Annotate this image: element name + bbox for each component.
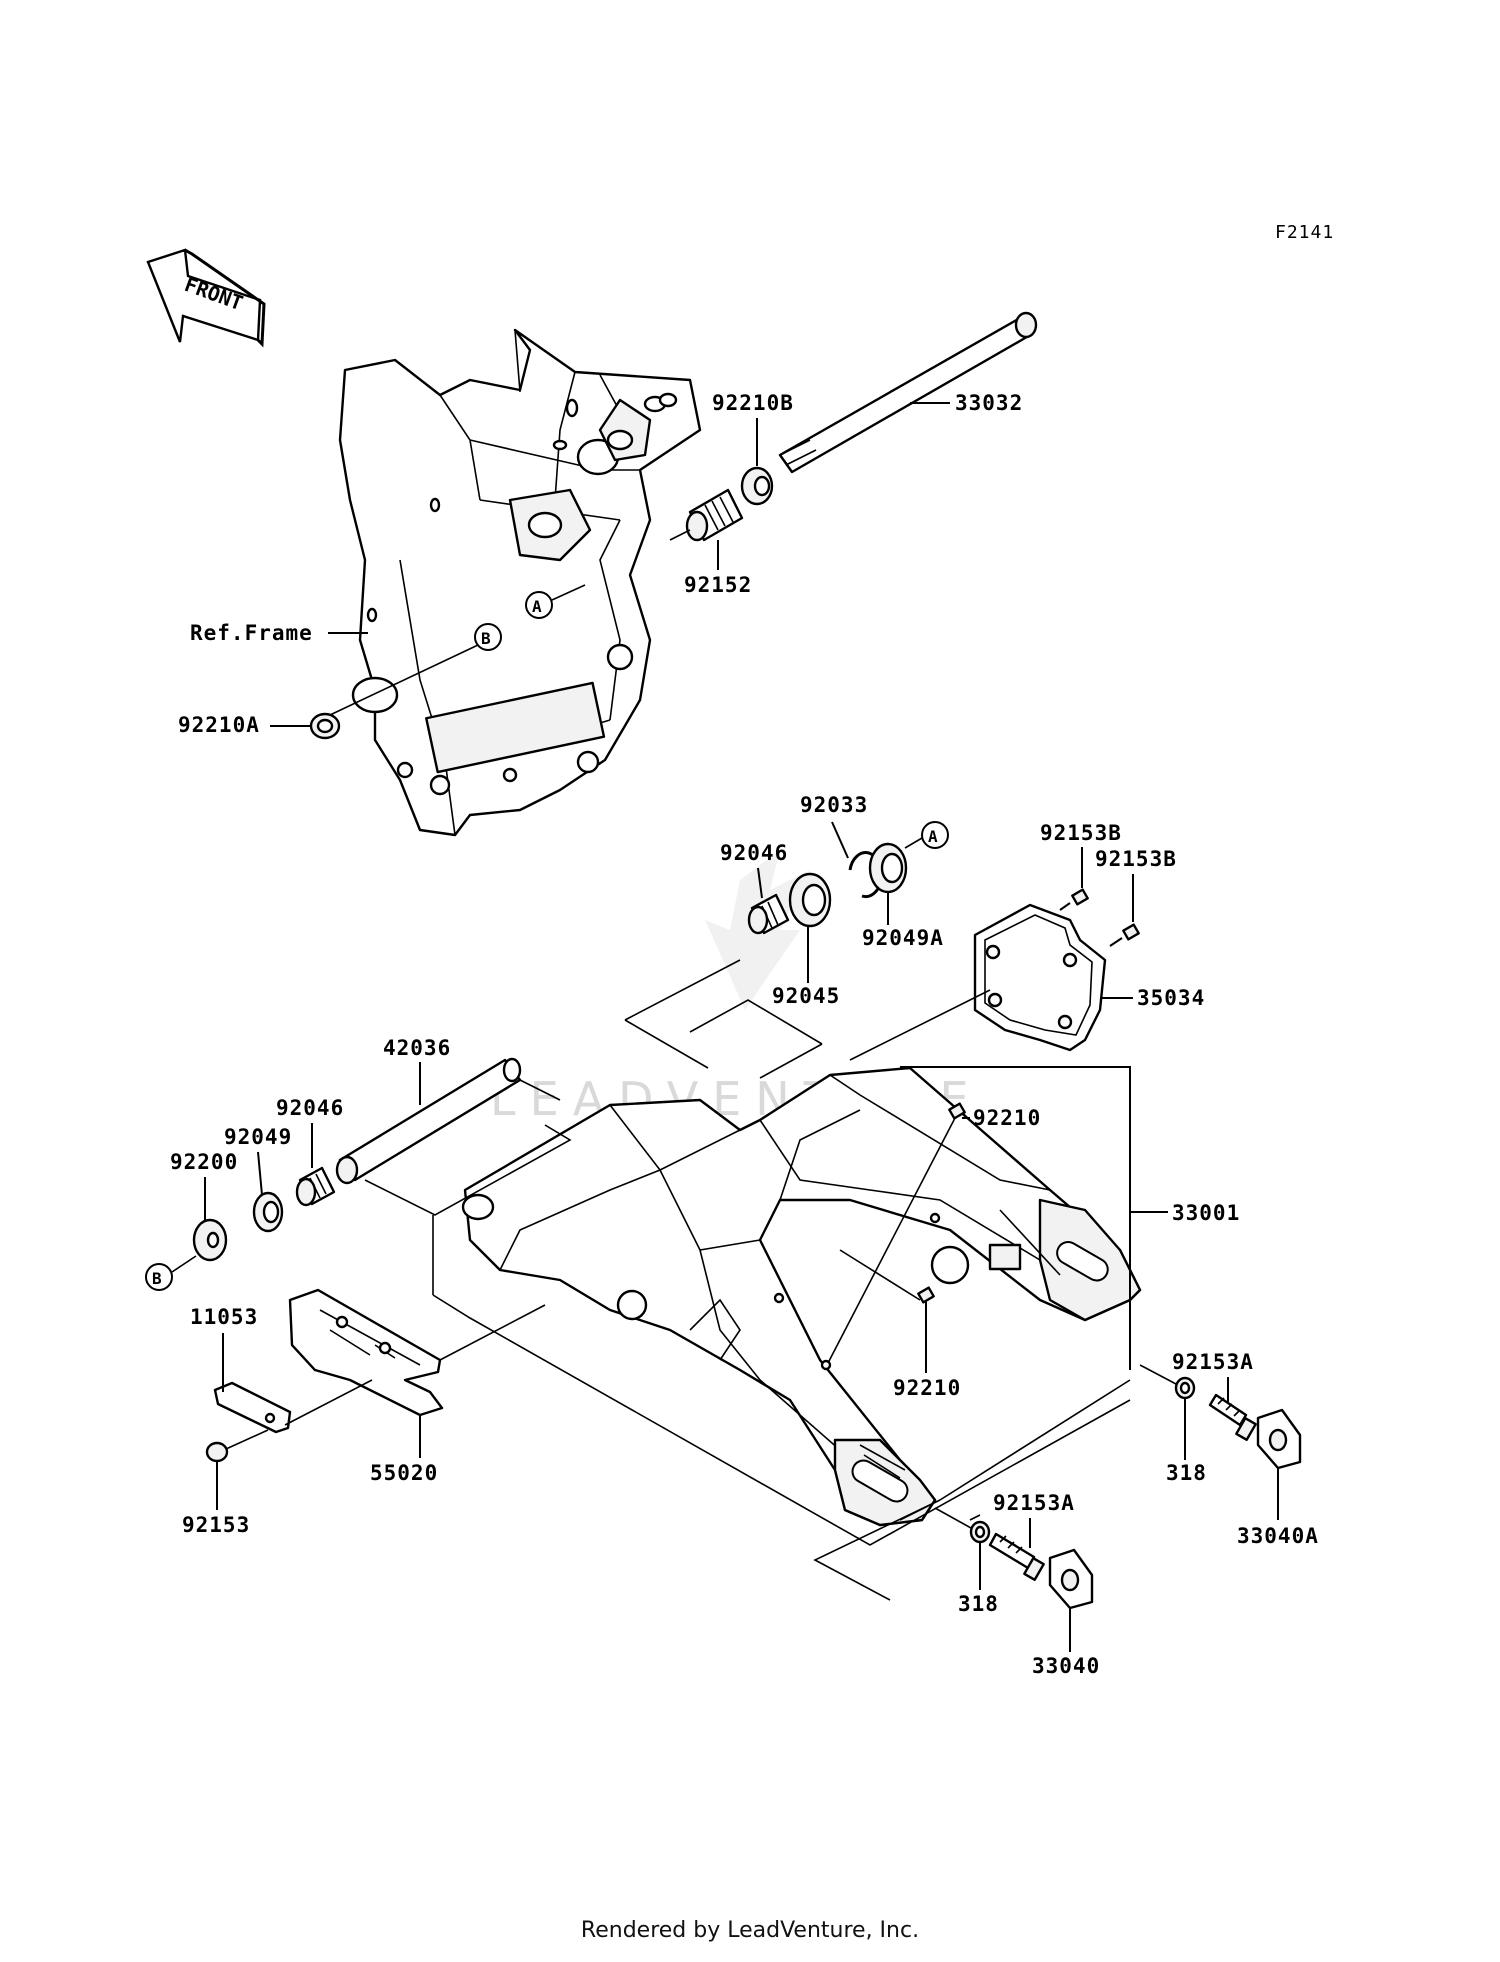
- label-318-lower: 318: [958, 1592, 999, 1616]
- label-92200: 92200: [170, 1150, 238, 1174]
- label-55020: 55020: [370, 1461, 438, 1485]
- label-92210-upper: 92210: [973, 1106, 1041, 1130]
- label-92152: 92152: [684, 573, 752, 597]
- adjuster-33040: [1048, 1548, 1094, 1610]
- label-33032: 33032: [955, 391, 1023, 415]
- label-92210b: 92210B: [712, 391, 794, 415]
- footer-credit: Rendered by LeadVenture, Inc.: [580, 1918, 920, 1943]
- swingarm-33001: [461, 1066, 1142, 1527]
- diagram-code: F2141: [1275, 222, 1334, 243]
- callout-b-lower-label: B: [152, 1269, 163, 1288]
- label-318-right: 318: [1166, 1461, 1207, 1485]
- label-92153a-lower: 92153A: [993, 1491, 1075, 1515]
- nut-92210a: [309, 712, 341, 740]
- callout-a-upper: A: [525, 584, 586, 619]
- seal-92049a: [868, 842, 908, 894]
- label-92153b-2: 92153B: [1095, 847, 1177, 871]
- callout-b-upper-label: B: [481, 629, 492, 648]
- bolt-92153a-lower: [988, 1532, 1045, 1581]
- bolt-92153a-right: [1208, 1393, 1257, 1441]
- label-92210-lower: 92210: [893, 1376, 961, 1400]
- callout-b-lower: B: [145, 1255, 197, 1291]
- frame-drawing: [338, 328, 702, 837]
- washer-92200: [192, 1218, 228, 1262]
- label-92045: 92045: [772, 984, 840, 1008]
- label-92153: 92153: [182, 1513, 250, 1537]
- ref-frame-label: Ref.Frame: [190, 621, 313, 645]
- label-33040: 33040: [1032, 1654, 1100, 1678]
- bracket-11053: [213, 1381, 292, 1434]
- label-11053: 11053: [190, 1305, 258, 1329]
- label-92033: 92033: [800, 793, 868, 817]
- callout-a-lower-label: A: [928, 827, 939, 846]
- label-33001: 33001: [1172, 1201, 1240, 1225]
- bolt-92153: [205, 1429, 269, 1463]
- bolt-92153b-2: [1109, 923, 1140, 947]
- guard-plate-35034: [973, 903, 1107, 1052]
- collar-92152: [685, 488, 744, 542]
- label-92210a: 92210A: [178, 713, 260, 737]
- label-92046-upper: 92046: [720, 841, 788, 865]
- grease-fitting-92210-upper: [948, 1102, 966, 1120]
- callout-b-upper: B: [329, 623, 502, 716]
- label-42036: 42036: [383, 1036, 451, 1060]
- callout-a-lower: A: [904, 821, 949, 849]
- label-92153b-1: 92153B: [1040, 821, 1122, 845]
- adjuster-33040a: [1256, 1408, 1302, 1470]
- label-92049a: 92049A: [862, 926, 944, 950]
- bolt-92153b-1: [1059, 888, 1089, 911]
- grease-fitting-92210-lower: [917, 1286, 935, 1304]
- seal-92049: [252, 1191, 284, 1233]
- label-92153a-right: 92153A: [1172, 1350, 1254, 1374]
- needle-bearing-92046-lower: [295, 1166, 336, 1207]
- bearing-92045: [788, 872, 832, 928]
- nut-318-lower: [969, 1520, 991, 1544]
- chain-slipper-55020: [288, 1288, 444, 1417]
- label-92049: 92049: [224, 1125, 292, 1149]
- nut-318-right: [1174, 1376, 1196, 1400]
- label-33040a: 33040A: [1237, 1524, 1319, 1548]
- label-92046-lower: 92046: [276, 1096, 344, 1120]
- nut-92210b: [740, 466, 774, 506]
- pivot-shaft-33032: [778, 311, 1038, 474]
- callout-a-upper-label: A: [532, 597, 543, 616]
- label-35034: 35034: [1137, 986, 1205, 1010]
- needle-bearing-92046-upper: [747, 893, 790, 935]
- front-arrow-icon: FRONT: [146, 248, 266, 348]
